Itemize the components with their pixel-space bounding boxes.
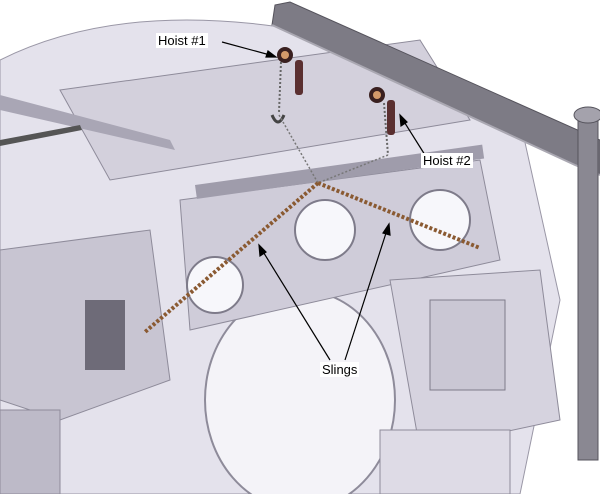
- left-rail: [0, 95, 175, 150]
- hoist-1-label: Hoist #1: [156, 33, 208, 48]
- right-box: [429, 299, 506, 391]
- bottom-right-assembly: [379, 429, 511, 494]
- vent-strip: [194, 144, 485, 199]
- left-module: [85, 300, 125, 370]
- slings: [143, 181, 481, 334]
- support-post: [577, 119, 599, 461]
- fans: [186, 189, 471, 314]
- hoist-1: [270, 47, 303, 124]
- hoist-2: [369, 87, 395, 156]
- slings-label: Slings: [320, 362, 360, 377]
- hoist-2-label: Hoist #2: [421, 153, 473, 168]
- callout-arrows: [221, 41, 426, 361]
- left-rod: [0, 125, 82, 146]
- left-bottom-module: [0, 409, 61, 494]
